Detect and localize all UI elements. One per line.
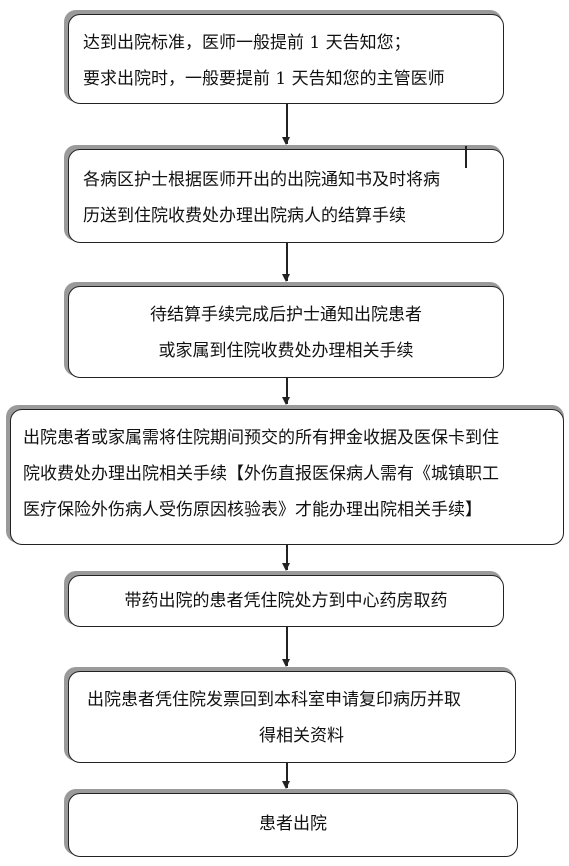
step-7-line-1: 患者出院 bbox=[259, 814, 327, 834]
step-3-line-1: 待结算手续完成后护士通知出院患者 bbox=[150, 305, 422, 325]
step-1-line-1: 达到出院标准，医师一般提前 1 天告知您； bbox=[83, 33, 411, 53]
step-6-line-2: 得相关资料 bbox=[259, 726, 344, 746]
step-4-line-3: 医疗保险外伤病人受伤原因核验表》才能办理出院相关手续】 bbox=[23, 500, 482, 520]
step-3-line-2: 或家属到住院收费处办理相关手续 bbox=[158, 341, 414, 361]
arrow-5-6 bbox=[283, 627, 289, 667]
step-4-line-1: 出院患者或家属需将住院期间预交的所有押金收据及医保卡到住 bbox=[23, 428, 499, 448]
arrow-2-3 bbox=[283, 243, 289, 282]
arrow-4-5 bbox=[283, 545, 289, 571]
step-1-box: 达到出院标准，医师一般提前 1 天告知您； 要求出院时，一般要提前 1 天告知您… bbox=[68, 14, 504, 104]
step-4-box: 出院患者或家属需将住院期间预交的所有押金收据及医保卡到住 院收费处办理出院相关手… bbox=[10, 409, 564, 545]
step-6-line-1: 出院患者凭住院发票回到本科室申请复印病历并取 bbox=[87, 690, 461, 710]
step-2-line-1: 各病区护士根据医师开出的出院通知书及时将病 bbox=[83, 170, 440, 190]
step-5-line-1: 带药出院的患者凭住院处方到中心药房取药 bbox=[124, 591, 448, 611]
step-4-line-2: 院收费处办理出院相关手续【外伤直报医保病人需有《城镇职工 bbox=[23, 464, 499, 484]
stray-line-mark bbox=[465, 146, 467, 168]
step-1-line-2: 要求出院时，一般要提前 1 天告知您的主管医师 bbox=[83, 69, 445, 89]
step-2-line-2: 历送到住院收费处办理出院病人的结算手续 bbox=[83, 206, 406, 226]
step-3-box: 待结算手续完成后护士通知出院患者 或家属到住院收费处办理相关手续 bbox=[68, 286, 504, 378]
arrow-6-7 bbox=[283, 763, 289, 789]
step-7-box: 患者出院 bbox=[68, 793, 518, 857]
step-2-box: 各病区护士根据医师开出的出院通知书及时将病 历送到住院收费处办理出院病人的结算手… bbox=[68, 149, 504, 243]
step-5-box: 带药出院的患者凭住院处方到中心药房取药 bbox=[68, 575, 504, 627]
arrow-1-2 bbox=[283, 104, 289, 145]
step-6-box: 出院患者凭住院发票回到本科室申请复印病历并取 得相关资料 bbox=[68, 671, 516, 763]
arrow-3-4 bbox=[283, 378, 289, 405]
